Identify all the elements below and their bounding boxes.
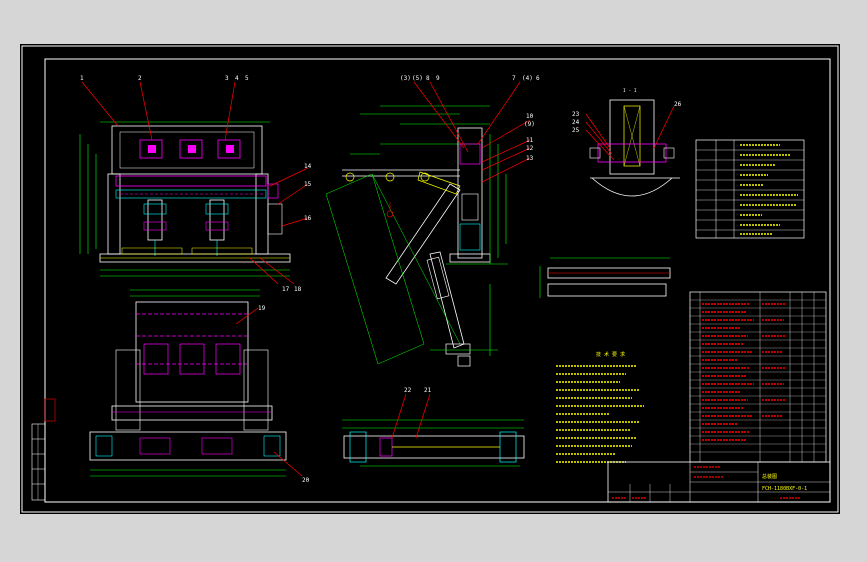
label-13: 13 xyxy=(526,155,534,162)
drawing-name: 总装图 xyxy=(762,473,777,480)
label-3-paren: (3) xyxy=(400,75,411,82)
outer-frame xyxy=(21,45,839,513)
label-2: 2 xyxy=(138,75,142,82)
label-16: 16 xyxy=(304,215,312,222)
cad-drawing: 1 2 3 4 5 14 15 16 17 18 19 20 xyxy=(21,45,839,513)
label-5: 5 xyxy=(245,75,249,82)
margin-stamp xyxy=(31,398,56,501)
section-label: I - I xyxy=(623,88,637,94)
label-6: 6 xyxy=(536,75,540,82)
title-block: 总装图 FCH-1180BXF-0-1 xyxy=(607,461,831,503)
label-23: 23 xyxy=(572,111,580,118)
label-21: 21 xyxy=(424,387,432,394)
label-5-paren: (5) xyxy=(412,75,423,82)
label-10: 10 xyxy=(526,113,534,120)
drawing-sheet: 1 2 3 4 5 14 15 16 17 18 19 20 xyxy=(20,44,840,514)
label-8: 8 xyxy=(426,75,430,82)
bottom-assembly: 22 21 xyxy=(342,387,525,467)
label-24: 24 xyxy=(572,119,580,126)
front-view: 1 2 3 4 5 14 15 16 17 18 xyxy=(79,75,312,293)
label-22: 22 xyxy=(404,387,412,394)
label-18: 18 xyxy=(294,286,302,293)
label-11: 11 xyxy=(526,137,534,144)
label-4-paren: (4) xyxy=(522,75,533,82)
section-detail: I - I 23 24 25 26 xyxy=(572,88,682,197)
notes-title: 技 术 要 求 xyxy=(596,351,625,358)
technical-notes: 技 术 要 求 xyxy=(556,351,644,463)
spec-table xyxy=(695,139,805,239)
label-26: 26 xyxy=(674,101,682,108)
label-15: 15 xyxy=(304,181,312,188)
drawing-number: FCH-1180BXF-0-1 xyxy=(762,486,807,492)
label-14: 14 xyxy=(304,163,312,170)
label-12: 12 xyxy=(526,145,534,152)
label-4: 4 xyxy=(235,75,239,82)
label-9: 9 xyxy=(436,75,440,82)
label-1: 1 xyxy=(80,75,84,82)
label-25: 25 xyxy=(572,127,580,134)
side-view: (3) (5) 8 9 7 (4) 6 10 (9) 11 12 13 xyxy=(325,75,540,367)
shaft-detail xyxy=(539,257,671,298)
inner-frame xyxy=(44,58,831,503)
label-17: 17 xyxy=(282,286,290,293)
label-3: 3 xyxy=(225,75,229,82)
parts-list xyxy=(689,291,827,463)
plan-view: 19 20 xyxy=(89,289,310,484)
label-9-paren: (9) xyxy=(524,121,535,128)
label-7: 7 xyxy=(512,75,516,82)
label-20: 20 xyxy=(302,477,310,484)
label-19: 19 xyxy=(258,305,266,312)
